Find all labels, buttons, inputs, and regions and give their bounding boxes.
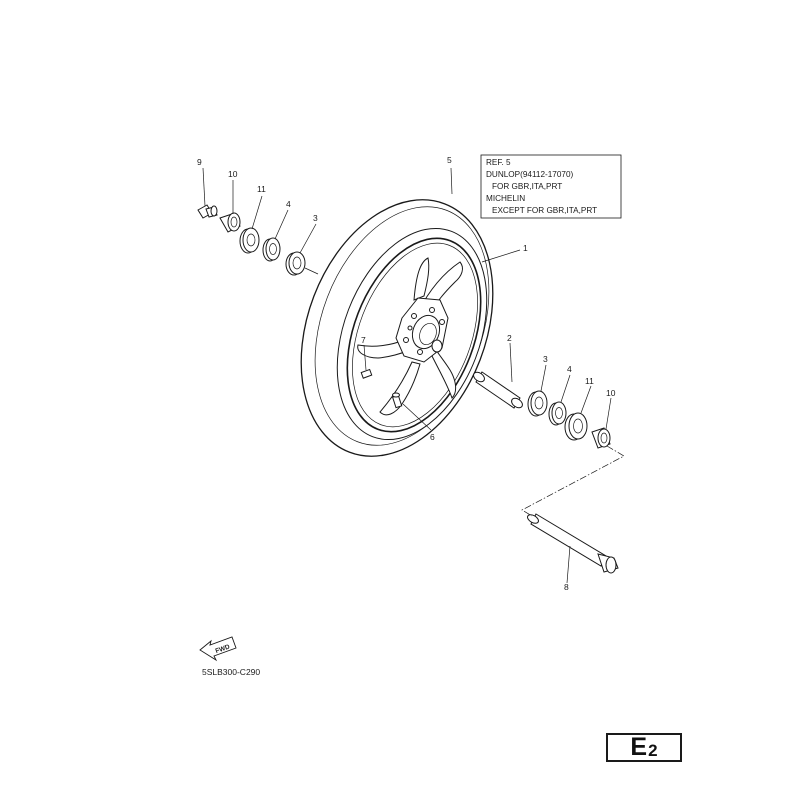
balance-weight: [360, 368, 373, 379]
page-badge-letter: E: [630, 733, 648, 761]
wheel-hub: [395, 297, 449, 363]
axle-alignment-line: [521, 445, 625, 517]
bearing-right: [527, 390, 548, 417]
callout-3-right: 3: [543, 354, 548, 364]
collar-right: [591, 427, 611, 449]
bearing-left: [285, 251, 306, 276]
right-hardware: [473, 371, 619, 574]
callout-4-left: 4: [286, 199, 291, 209]
callout-6: 6: [430, 432, 435, 442]
callout-10-right: 10: [606, 388, 616, 398]
wheel-axle: [527, 513, 619, 574]
leader-lines: [202, 167, 612, 584]
callout-11-right: 11: [585, 376, 594, 386]
callout-2: 2: [507, 333, 512, 343]
spacer-right: [548, 401, 567, 426]
left-hardware: [197, 204, 319, 276]
callout-8: 8: [564, 582, 569, 592]
reference-note-line2: DUNLOP(94112-17070): [486, 170, 574, 179]
rim-inner-edge: [352, 242, 478, 428]
oil-seal-right: [564, 412, 588, 441]
callout-11-left: 11: [257, 184, 266, 194]
reference-note-line3: FOR GBR,ITA,PRT: [492, 182, 562, 191]
rim-inner: [346, 237, 482, 433]
callout-1: 1: [523, 243, 528, 253]
forward-direction-label: FWD: [215, 643, 232, 655]
spacer-left: [262, 237, 281, 262]
page-badge: E 2: [606, 733, 682, 762]
callout-7: 7: [361, 335, 366, 345]
callout-3-left: 3: [313, 213, 318, 223]
drawing-code: 5SLB300-C290: [202, 667, 260, 677]
reference-note-line5: EXCEPT FOR GBR,ITA,PRT: [492, 206, 597, 215]
forward-direction-arrow: FWD: [199, 636, 237, 662]
reference-note-line1: REF. 5: [486, 158, 511, 167]
spacer-tube: [473, 371, 523, 409]
callout-numbers: 9 10 11 4 3 5 1 7 2 3 4 11 10 6 8: [197, 155, 616, 592]
callout-10-left: 10: [228, 169, 238, 179]
page-badge-number: 2: [648, 741, 658, 760]
reference-note-line4: MICHELIN: [486, 194, 525, 203]
callout-9: 9: [197, 157, 202, 167]
callout-4-right: 4: [567, 364, 572, 374]
oil-seal-left: [239, 227, 260, 254]
collar-left: [219, 212, 241, 233]
wheel-assembly: [300, 199, 494, 457]
axle-bolt-left: [197, 204, 218, 219]
tire-valve: [391, 392, 403, 409]
reference-note: REF. 5 DUNLOP(94112-17070) FOR GBR,ITA,P…: [480, 154, 622, 219]
callout-5: 5: [447, 155, 452, 165]
